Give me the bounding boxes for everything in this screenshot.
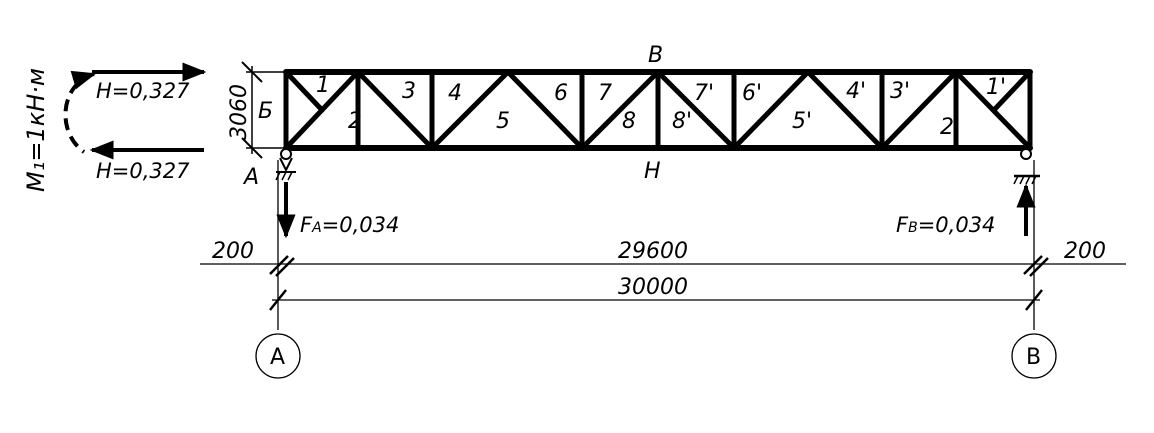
panel-label: 3 bbox=[402, 79, 416, 104]
panel-label: 5 bbox=[496, 109, 510, 134]
support-a-label: A bbox=[242, 165, 259, 190]
diagonals bbox=[283, 69, 1033, 151]
h-bottom-label: H=0,327 bbox=[96, 159, 190, 183]
panel-label: 1' bbox=[986, 75, 1006, 100]
panel-label: 3' bbox=[890, 79, 910, 104]
support-right bbox=[1013, 148, 1040, 185]
axis-markers bbox=[255, 333, 1057, 379]
panel-label: 2' bbox=[940, 115, 960, 140]
panel-label: 6' bbox=[742, 81, 762, 106]
fb-label: FB=0,034 bbox=[896, 213, 995, 237]
dim-right-offset: 200 bbox=[1064, 239, 1106, 264]
dimension-lines bbox=[200, 160, 1126, 330]
node-top-label: B bbox=[648, 43, 663, 68]
panel-label: 7' bbox=[694, 81, 714, 106]
dim-left-offset: 200 bbox=[212, 239, 254, 264]
panel-label: 4' bbox=[846, 79, 866, 104]
reaction-arrows bbox=[63, 62, 1036, 239]
h-top-label: H=0,327 bbox=[96, 79, 190, 103]
moment-label: M₁=1кН·м bbox=[22, 68, 50, 192]
moment-arc bbox=[63, 70, 97, 154]
height-zone-label: Б bbox=[258, 99, 273, 124]
fa-label: FA=0,034 bbox=[300, 213, 399, 237]
panel-label: 7 bbox=[598, 81, 612, 106]
panel-label: 1 bbox=[316, 73, 330, 98]
truss bbox=[283, 69, 1033, 151]
height-dimension bbox=[241, 61, 284, 159]
dim-span: 29600 bbox=[618, 239, 688, 264]
node-bottom-label: H bbox=[644, 159, 661, 184]
panel-label: 8 bbox=[622, 109, 636, 134]
height-value: 3060 bbox=[227, 84, 252, 140]
panel-label: 8' bbox=[672, 109, 692, 134]
axis-b-label: B bbox=[1026, 345, 1041, 370]
panel-label: 2 bbox=[348, 109, 362, 134]
support-left bbox=[275, 148, 296, 181]
axis-bubble-b bbox=[1011, 333, 1057, 379]
verticals bbox=[283, 69, 1033, 151]
axis-bubble-a bbox=[255, 333, 301, 379]
axis-a-label: A bbox=[270, 345, 285, 370]
panel-labels: 1 2 3 4 5 6 7 8 8' 7' 6' 5' 4' 3' 2' 1' bbox=[316, 73, 1006, 140]
panel-label: 5' bbox=[792, 109, 812, 134]
panel-label: 6 bbox=[554, 81, 568, 106]
dim-total: 30000 bbox=[618, 275, 688, 300]
panel-label: 4 bbox=[448, 81, 462, 106]
